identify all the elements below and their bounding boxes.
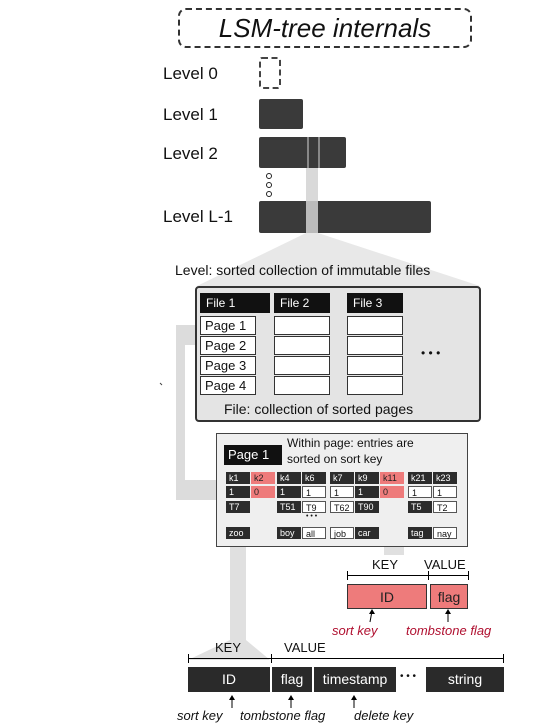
big-delete-key-label: delete key: [354, 708, 414, 723]
level-l1-highlight: [306, 201, 318, 233]
big-dots: • • •: [400, 671, 417, 682]
entry-key-cell: k6: [302, 472, 326, 484]
big-timestamp-cell: timestamp: [314, 667, 396, 692]
entry-timestamp-cell: T5: [408, 501, 432, 513]
page-note-line2: sorted on sort key: [287, 452, 383, 466]
page-note-line1: Within page: entries are: [287, 436, 414, 450]
entry-key-cell: k11: [380, 472, 404, 484]
value-cell: job: [330, 527, 354, 539]
diagram-title: LSM-tree internals: [178, 8, 472, 48]
level-0-block: [259, 57, 281, 89]
level-0-label: Level 0: [163, 64, 218, 83]
entry-key-cell: k7: [330, 472, 354, 484]
page-cell: [274, 376, 330, 395]
entry-key-cell: k21: [408, 472, 432, 484]
entry-flag-cell: 1: [408, 486, 432, 498]
page-cell: [347, 336, 403, 355]
page-cell: Page 1: [200, 316, 256, 335]
entry-flag-cell: 1: [355, 486, 379, 498]
big-key-header: KEY: [215, 640, 242, 655]
entry-timestamp-cell: T62: [330, 501, 354, 513]
page-cell: [347, 316, 403, 335]
file-2-tab: File 2: [274, 293, 330, 313]
entry-timestamp-cell: T51: [277, 501, 301, 513]
value-cell: tag: [408, 527, 432, 539]
entry-flag-cell: 0: [380, 486, 404, 498]
big-flag-cell: flag: [272, 667, 312, 692]
big-string-cell: string: [426, 667, 504, 692]
small-tombstone-label: tombstone flag: [406, 623, 492, 638]
level-1-block: [259, 99, 303, 129]
level-2-label: Level 2: [163, 144, 218, 163]
entry-key-cell: k2: [251, 472, 275, 484]
tick: [503, 654, 504, 663]
tick: [347, 571, 348, 580]
entry-timestamp-cell: T9: [302, 501, 326, 513]
tick: [468, 571, 469, 580]
level-l1-label: Level L-1: [163, 207, 233, 226]
level-1-label: Level 1: [163, 105, 218, 124]
big-id-cell: ID: [188, 667, 270, 692]
level-2-block: [259, 137, 346, 168]
tick: [188, 654, 189, 663]
entry-timestamp-cell: T7: [226, 501, 250, 513]
value-cell: boy: [277, 527, 301, 539]
file-1-tab: File 1: [200, 293, 270, 313]
level-l1-block: [259, 201, 431, 233]
big-record: ID flag timestamp • • • string: [188, 667, 504, 694]
page-cell: [274, 336, 330, 355]
entry-timestamp-cell: T2: [433, 501, 457, 513]
page-cell: Page 4: [200, 376, 256, 395]
big-sort-key-label: sort key: [177, 708, 223, 723]
vertical-dot: [266, 191, 272, 197]
page-cell: Page 3: [200, 356, 256, 375]
small-value-header: VALUE: [424, 557, 466, 572]
page-cell: [274, 316, 330, 335]
big-header-line: [188, 658, 504, 659]
value-cell: all: [302, 527, 326, 539]
entry-flag-cell: 1: [433, 486, 457, 498]
entry-key-cell: k23: [433, 472, 457, 484]
tick: [271, 654, 272, 663]
small-flag-cell: flag: [430, 584, 468, 609]
level-2-divider: [318, 137, 320, 168]
small-id-cell: ID: [347, 584, 427, 609]
small-sort-key-label: sort key: [332, 623, 378, 638]
tick: [428, 571, 429, 580]
level-2-divider: [307, 137, 309, 168]
level-caption: Level: sorted collection of immutable fi…: [175, 262, 431, 278]
value-cell: zoo: [226, 527, 250, 539]
entry-flag-cell: 1: [330, 486, 354, 498]
file-3-tab: File 3: [347, 293, 403, 313]
file-caption: File: collection of sorted pages: [224, 401, 414, 417]
small-key-header: KEY: [372, 557, 399, 572]
page-cell: [274, 356, 330, 375]
big-tombstone-label: tombstone flag: [240, 708, 326, 723]
entry-key-cell: k1: [226, 472, 250, 484]
value-cell: nay: [433, 527, 457, 539]
entry-flag-cell: 1: [277, 486, 301, 498]
page-cell: [347, 376, 403, 395]
value-cell: car: [355, 527, 379, 539]
file-ellipsis: • • •: [421, 346, 441, 360]
title-text: LSM-tree internals: [218, 12, 432, 43]
entry-timestamp-cell: T90: [355, 501, 379, 513]
page-1-tab: Page 1: [224, 445, 282, 465]
entry-flag-cell: 0: [251, 486, 275, 498]
big-value-header: VALUE: [284, 640, 326, 655]
vertical-dot: [266, 182, 272, 188]
page-cell: [347, 356, 403, 375]
small-header-line: [347, 575, 469, 576]
entry-flag-cell: 1: [226, 486, 250, 498]
entry-flag-cell: 1: [302, 486, 326, 498]
page-cell: Page 2: [200, 336, 256, 355]
vertical-dot: [266, 173, 272, 179]
entry-dots: • • •: [306, 513, 318, 520]
entry-key-cell: k4: [277, 472, 301, 484]
entry-key-cell: k9: [355, 472, 379, 484]
